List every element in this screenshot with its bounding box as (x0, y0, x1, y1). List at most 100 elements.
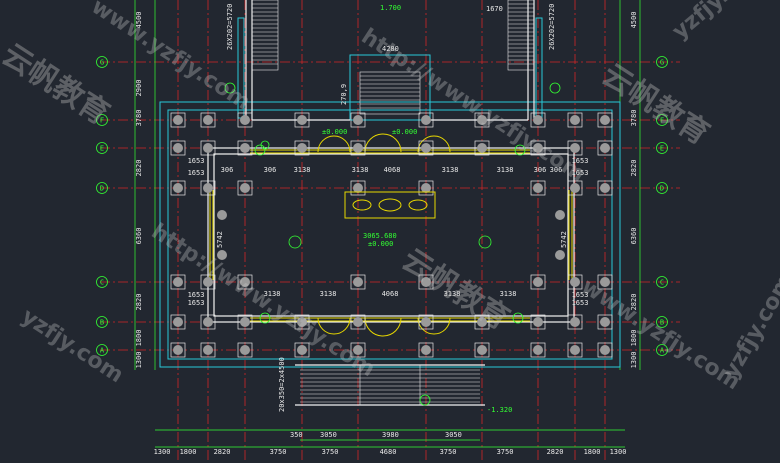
inner-dim-top: 306 (534, 166, 547, 174)
axis-bubble-c: C (96, 276, 108, 288)
bottom-dim: 1300 (610, 448, 627, 456)
axis-label: G (660, 59, 664, 67)
inner-dim-top: 4068 (384, 166, 401, 174)
axis-label: D (660, 185, 664, 193)
bottom-dim: 1800 (584, 448, 601, 456)
axis-label: E (100, 145, 104, 153)
column (530, 180, 546, 196)
left-dim: 2820 (135, 160, 143, 177)
column (170, 314, 186, 330)
column (350, 180, 366, 196)
left-zero: ±0.000 (322, 128, 347, 136)
column (350, 342, 366, 358)
axis-label: B (100, 319, 104, 327)
stairs-top-center (359, 71, 421, 115)
inner-dim-top: 306 (550, 166, 563, 174)
right-dim: 2820 (630, 160, 638, 177)
left-dim: 2820 (135, 294, 143, 311)
column (170, 180, 186, 196)
axis-bubble-e: E (96, 142, 108, 154)
bottom-350: 350 (290, 431, 303, 439)
inner-dim-top: 306 (264, 166, 277, 174)
side-dim-1653: 1653 (188, 291, 205, 299)
column (418, 342, 434, 358)
column (237, 314, 253, 330)
right-dim: 4500 (630, 12, 638, 29)
axis-bubble-a: A (656, 344, 668, 356)
bottom-dim: 4680 (380, 448, 397, 456)
column (418, 274, 434, 290)
side-dim-1653: 1653 (188, 169, 205, 177)
inner-dim-top: 3138 (497, 166, 514, 174)
left-dim: 1300 (135, 352, 143, 369)
column (474, 314, 490, 330)
axis-bubble-f: F (656, 114, 668, 126)
bottom-dim: 3750 (497, 448, 514, 456)
left-dim: 6360 (135, 228, 143, 245)
column (567, 274, 583, 290)
axis-bubble-g: G (656, 56, 668, 68)
axis-label: F (660, 117, 664, 125)
column (597, 140, 613, 156)
stairs-top-left (251, 0, 279, 71)
side-dim-1653: 1653 (188, 299, 205, 307)
column (418, 140, 434, 156)
axis-bubble-c: C (656, 276, 668, 288)
bottom-dim: 1300 (154, 448, 171, 456)
column (170, 112, 186, 128)
column (474, 112, 490, 128)
inner-dim-bottom: 3138 (500, 290, 517, 298)
axis-label: C (100, 279, 104, 287)
column (294, 140, 310, 156)
column (567, 314, 583, 330)
column (418, 180, 434, 196)
column (200, 180, 216, 196)
column (418, 314, 434, 330)
axis-grid (100, 0, 680, 460)
column (567, 140, 583, 156)
center-zero: ±0.000 (368, 240, 393, 248)
column (294, 112, 310, 128)
inner-dim-bottom: 3138 (444, 290, 461, 298)
column (530, 314, 546, 330)
bottom-sub-a: 3050 (320, 431, 337, 439)
side-5742-left: 5742 (216, 231, 224, 248)
column (350, 112, 366, 128)
axis-label: A (660, 347, 665, 355)
column (597, 180, 613, 196)
axis-bubble-b: B (96, 316, 108, 328)
column (237, 342, 253, 358)
right-dim: 1300 (630, 352, 638, 369)
column (474, 140, 490, 156)
watermark-url-6: yzfjy.com (17, 304, 128, 388)
axis-label: A (100, 347, 105, 355)
column (200, 112, 216, 128)
column (350, 314, 366, 330)
side-5742-right: 5742 (560, 231, 568, 248)
left-dim: 3780 (135, 110, 143, 127)
axis-bubble-b: B (656, 316, 668, 328)
column (170, 342, 186, 358)
column (200, 140, 216, 156)
axis-label: G (100, 59, 104, 67)
stair-center-label: 270,9 (340, 84, 348, 105)
dim-1670: 1670 (486, 5, 503, 13)
stair-right-label: 26X202=5720 (548, 4, 556, 50)
watermark-url-5: yzfjy.com (668, 0, 773, 45)
axis-label: B (660, 319, 664, 327)
column (200, 342, 216, 358)
stair-left-label: 26X202=5720 (226, 4, 234, 50)
inner-dim-top: 3138 (442, 166, 459, 174)
column (530, 342, 546, 358)
side-dim-1653: 1653 (572, 291, 589, 299)
stairs-bottom (300, 365, 480, 405)
column (350, 140, 366, 156)
column (170, 274, 186, 290)
column (237, 180, 253, 196)
axis-bubble-d: D (656, 182, 668, 194)
watermark-url-3: http://www.yzfjy.com (147, 219, 380, 382)
watermark-url-7: yzfjy.com (719, 270, 780, 383)
